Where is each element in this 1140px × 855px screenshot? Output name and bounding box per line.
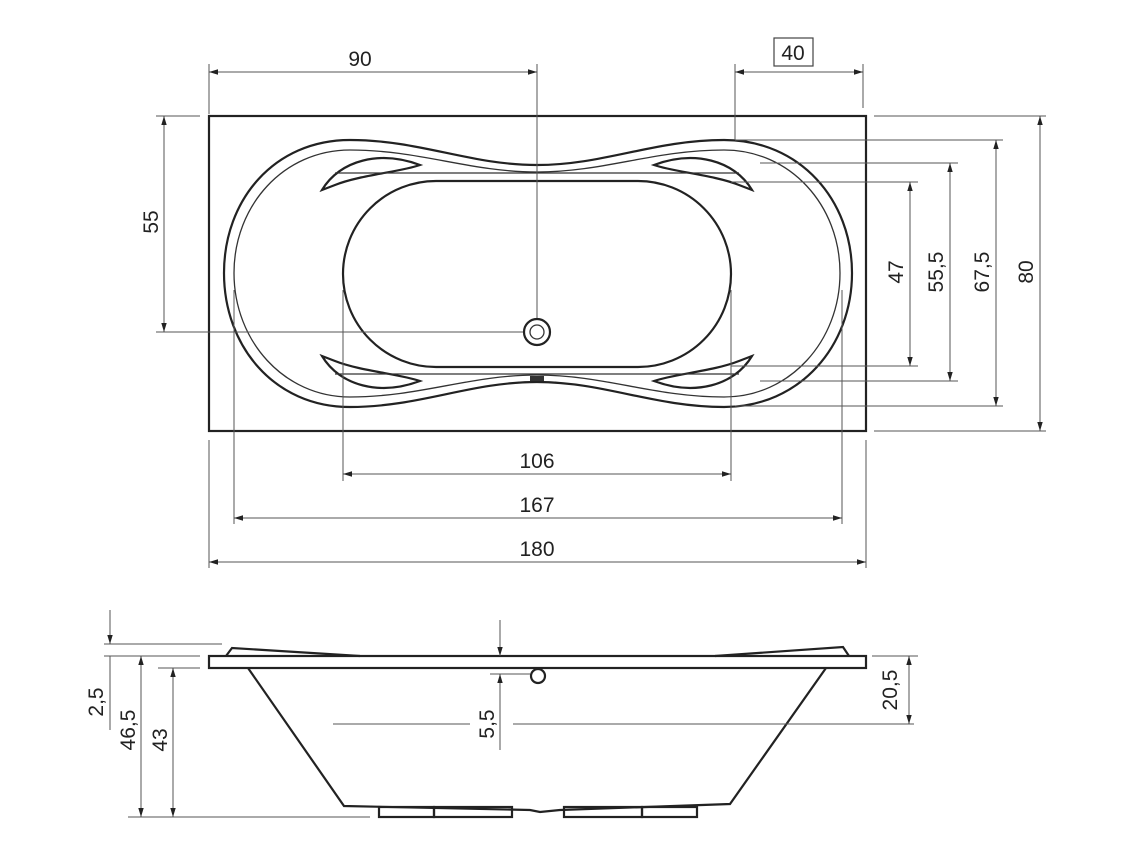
- dim-55: 55: [140, 210, 163, 233]
- dim-80: 80: [1015, 260, 1038, 283]
- basin-outer-contour: [222, 138, 854, 409]
- top-view: 90 40 55 47 55,5 67,5 80 106 167 180: [140, 37, 1046, 568]
- tub-rim: [207, 654, 868, 670]
- overflow-side: [529, 667, 547, 685]
- left-armrest-top: [319, 157, 424, 193]
- dim-180: 180: [519, 538, 554, 561]
- dim-5-5: 5,5: [476, 709, 499, 738]
- tub-body: [247, 667, 827, 814]
- dim-40: 40: [781, 42, 804, 65]
- right-armrest-top: [650, 157, 755, 193]
- dim-106: 106: [519, 450, 554, 473]
- right-armrest-bottom: [650, 353, 755, 389]
- dim-167: 167: [519, 494, 554, 517]
- overflow: [530, 376, 544, 381]
- dim-55-5: 55,5: [925, 252, 948, 293]
- dim-46-5: 46,5: [117, 710, 140, 751]
- left-armrest-bottom: [319, 353, 424, 389]
- dim-20-5: 20,5: [879, 670, 902, 711]
- dim-2-5: 2,5: [85, 687, 108, 716]
- side-view: 2,5 46,5 43 5,5 20,5: [85, 610, 918, 819]
- basin-inner-contour: [233, 149, 841, 398]
- dim-67-5: 67,5: [971, 252, 994, 293]
- drain: [522, 317, 552, 347]
- dim-43: 43: [149, 728, 172, 751]
- dim-90: 90: [348, 48, 371, 71]
- dim-47: 47: [885, 260, 908, 283]
- reference-box: [773, 37, 814, 67]
